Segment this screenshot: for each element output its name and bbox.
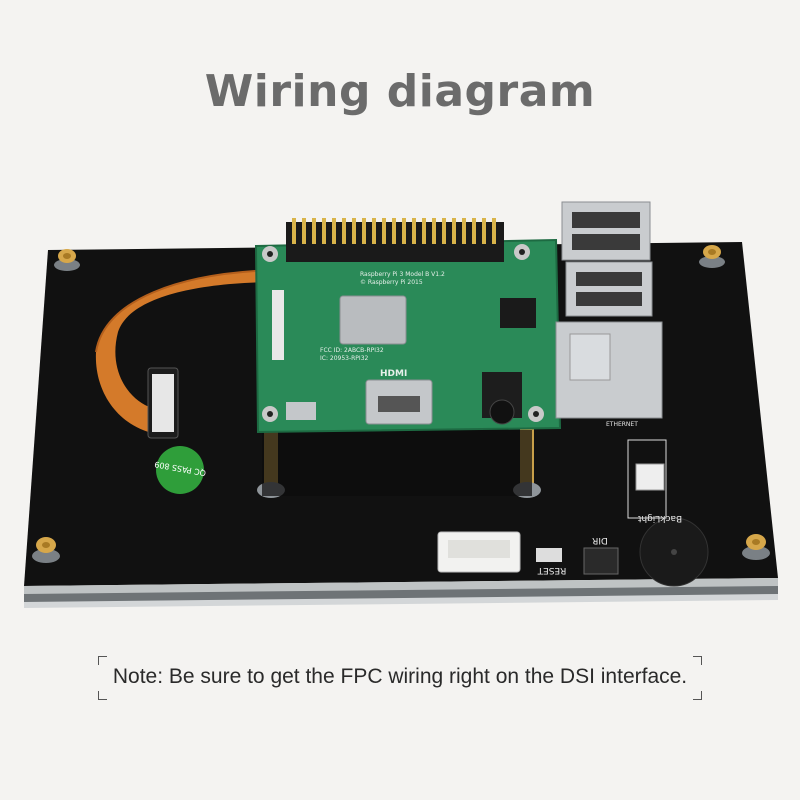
qc-sticker: QC PASS 809 xyxy=(154,446,207,494)
usb-ports xyxy=(561,201,653,317)
svg-text:DIR: DIR xyxy=(592,535,608,545)
corner-bracket xyxy=(98,656,107,665)
svg-text:ETHERNET: ETHERNET xyxy=(606,421,638,428)
note-box: Note: Be sure to get the FPC wiring righ… xyxy=(98,656,702,700)
corner-bracket xyxy=(98,691,107,700)
corner-bracket xyxy=(693,656,702,665)
svg-text:© Raspberry Pi 2015: © Raspberry Pi 2015 xyxy=(360,279,423,286)
corner-bracket xyxy=(693,691,702,700)
wiring-note: Note: Be sure to get the FPC wiring righ… xyxy=(112,665,688,688)
pi-standoffs xyxy=(257,420,541,498)
standoffs xyxy=(32,245,770,563)
svg-text:Raspberry Pi 3 Model B V1.2: Raspberry Pi 3 Model B V1.2 xyxy=(360,271,445,278)
page-title: Wiring diagram xyxy=(204,66,596,117)
svg-text:RESET: RESET xyxy=(537,565,566,575)
svg-text:FCC ID: 2ABCB-RPI32: FCC ID: 2ABCB-RPI32 xyxy=(320,347,384,354)
fpc-ribbon-cable xyxy=(95,269,281,439)
display-board-details: RESET DIR BackLight xyxy=(437,439,709,587)
ethernet-port: ETHERNET xyxy=(555,321,663,428)
svg-text:HDMI: HDMI xyxy=(380,369,407,379)
svg-text:IC: 20953-RPI32: IC: 20953-RPI32 xyxy=(320,355,369,362)
raspberry-pi-board: Raspberry Pi 3 Model B V1.2 © Raspberry … xyxy=(254,218,562,434)
